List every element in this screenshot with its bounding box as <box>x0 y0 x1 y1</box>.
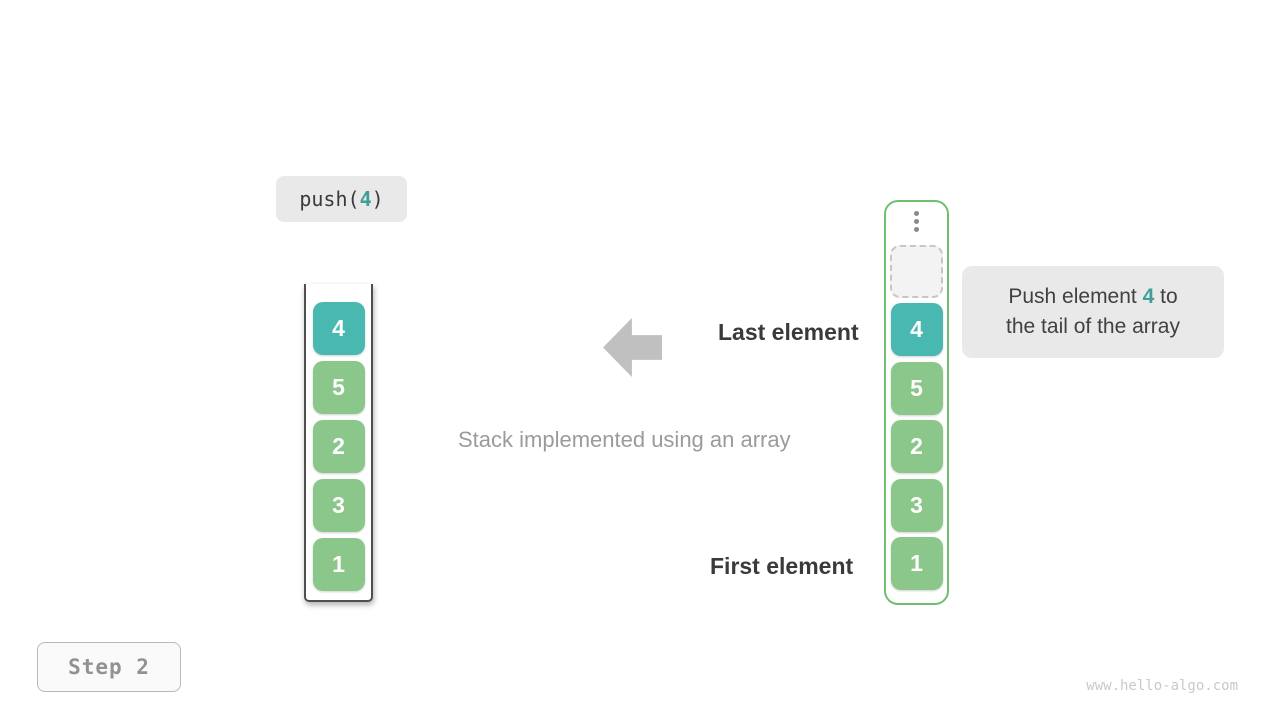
array-container: 4 5 2 3 1 <box>884 200 949 605</box>
watermark: www.hello-algo.com <box>1086 678 1238 694</box>
operation-label: push(4) <box>276 176 407 222</box>
ellipsis-vertical-icon <box>914 210 919 232</box>
array-cell-highlight: 4 <box>890 303 943 356</box>
array-cell: 5 <box>890 361 943 415</box>
operation-arg: 4 <box>359 187 372 211</box>
operation-prefix: push( <box>299 187 360 211</box>
tooltip-line1: Push element 4 to <box>962 282 1224 312</box>
array-cell: 3 <box>890 478 943 532</box>
last-element-label: Last element <box>718 319 859 345</box>
stack-cell: 1 <box>312 538 365 591</box>
array-cell: 2 <box>890 420 943 473</box>
array-cell: 1 <box>890 537 943 590</box>
stack-cell: 5 <box>312 361 365 414</box>
stack-container: 4 5 2 3 1 <box>304 284 373 602</box>
empty-slot <box>890 244 943 298</box>
tooltip-value: 4 <box>1142 285 1155 308</box>
arrow-left-icon <box>603 318 662 377</box>
caption-label: Stack implemented using an array <box>458 427 791 452</box>
stack-cell-highlight: 4 <box>312 302 365 355</box>
tooltip: Push element 4 to the tail of the array <box>962 266 1224 358</box>
tooltip-line2: the tail of the array <box>1006 315 1180 338</box>
first-element-label: First element <box>710 553 854 579</box>
step-badge: Step 2 <box>37 642 181 692</box>
tooltip-suffix: to <box>1154 285 1178 308</box>
tooltip-prefix: Push element <box>1008 285 1143 308</box>
stack-cell: 2 <box>312 420 365 473</box>
stack-cell: 3 <box>312 479 365 532</box>
operation-suffix: ) <box>371 187 384 211</box>
